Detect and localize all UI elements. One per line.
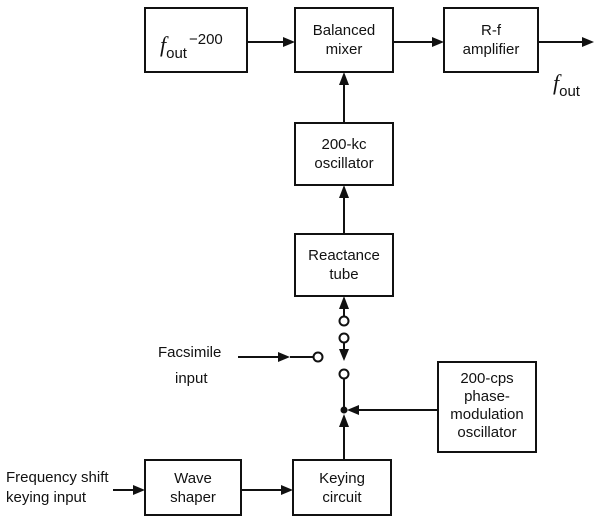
switch-top-terminal: [338, 315, 350, 327]
phase-mod-osc-label-4: oscillator: [457, 424, 516, 441]
output-label: fout: [553, 70, 581, 100]
arrow-output: [582, 37, 594, 47]
facsimile-label-1: Facsimile: [158, 344, 221, 361]
balanced-mixer-label-2: mixer: [326, 41, 363, 58]
fout-minus-200-block: fout−200: [144, 7, 248, 73]
wave-shaper-label-1: Wave: [174, 470, 212, 487]
rf-amplifier-label-2: amplifier: [463, 41, 520, 58]
reactance-tube-block: Reactance tube: [294, 233, 394, 297]
phase-modulation-oscillator-block: 200-cps phase- modulation oscillator: [437, 361, 537, 453]
output-subscript: out: [559, 83, 581, 100]
fsk-input-label-1: Frequency shift: [6, 469, 109, 486]
facsimile-terminal: [312, 351, 324, 363]
keying-circuit-label-2: circuit: [322, 489, 362, 506]
rf-amplifier-block: R-f amplifier: [443, 7, 539, 73]
arrow-reactance-to-oscillator: [339, 185, 349, 198]
oscillator-200kc-label-2: oscillator: [314, 155, 373, 172]
oscillator-200kc-block: 200-kc oscillator: [294, 122, 394, 186]
fsk-input-label-2: keying input: [6, 489, 87, 506]
arrow-into-amplifier: [432, 37, 444, 47]
rf-amplifier-label-1: R-f: [481, 22, 502, 39]
fout-minus-suffix: −200: [189, 31, 223, 48]
phase-mod-osc-label-2: phase-: [464, 388, 510, 405]
fout-minus-symbol: f: [160, 32, 169, 57]
wave-shaper-block: Wave shaper: [144, 459, 242, 516]
output-symbol: f: [553, 70, 562, 95]
wave-shaper-label-2: shaper: [170, 489, 216, 506]
arrow-oscillator-to-mixer: [339, 72, 349, 85]
switch-common-terminal: [338, 332, 350, 344]
reactance-tube-label-1: Reactance: [308, 247, 380, 264]
facsimile-label-2: input: [175, 370, 208, 387]
arrow-keying-to-junction: [339, 414, 349, 427]
arrow-fsk-to-shaper: [133, 485, 145, 495]
phase-mod-osc-label-1: 200-cps: [460, 370, 513, 387]
keying-circuit-block: Keying circuit: [292, 459, 392, 516]
arrow-phase-osc-to-junction: [347, 405, 359, 415]
junction-dot: [340, 406, 348, 414]
balanced-mixer-label-1: Balanced: [313, 22, 376, 39]
phase-mod-osc-label-3: modulation: [450, 406, 523, 423]
oscillator-200kc-label-1: 200-kc: [321, 136, 367, 153]
switch-bottom-terminal: [338, 368, 350, 380]
arrow-into-mixer: [283, 37, 295, 47]
arrow-shaper-to-keying: [281, 485, 293, 495]
svg-text:fout−200: fout−200: [160, 31, 223, 62]
arrow-facsimile-input: [278, 352, 290, 362]
switch-blade-arrow: [339, 349, 349, 361]
keying-circuit-label-1: Keying: [319, 470, 365, 487]
arrow-switch-to-reactance: [339, 296, 349, 309]
reactance-tube-label-2: tube: [329, 266, 358, 283]
balanced-mixer-block: Balanced mixer: [294, 7, 394, 73]
fout-minus-subscript: out: [166, 45, 188, 62]
